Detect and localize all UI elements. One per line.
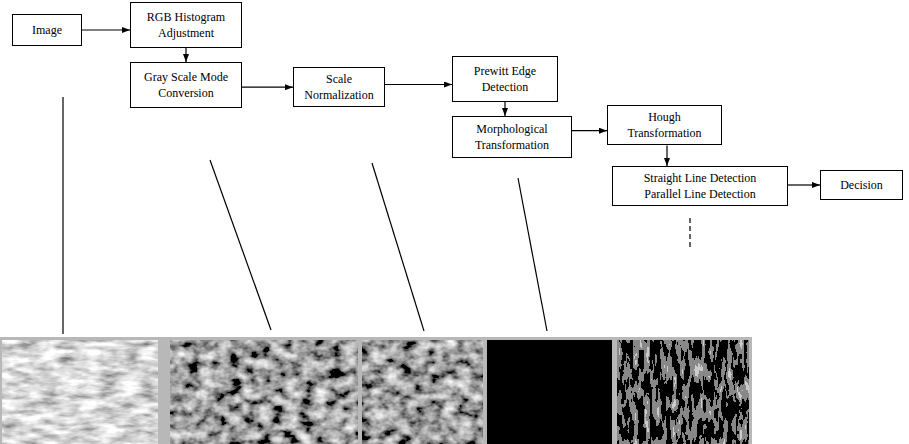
box-label: Straight Line Detection — [644, 170, 757, 186]
flow-arrow — [385, 84, 452, 85]
box-label: Image — [32, 22, 62, 38]
box-label: Scale Normalization — [300, 71, 378, 103]
process-box: Morphological Transformation — [452, 116, 572, 158]
flow-arrow — [666, 145, 667, 166]
box-label: Hough Transformation — [614, 109, 715, 141]
box-label: Prewitt Edge Detection — [459, 63, 551, 95]
flow-arrow — [242, 87, 293, 88]
process-box: Straight Line DetectionParallel Line Det… — [612, 166, 788, 206]
flow-arrow — [788, 184, 820, 185]
leader-line — [689, 218, 690, 247]
leader-line — [62, 97, 63, 334]
process-box: Gray Scale Mode Conversion — [130, 62, 242, 108]
box-label: Morphological Transformation — [459, 121, 565, 153]
process-box: Decision — [820, 170, 903, 200]
image-strip — [0, 337, 752, 444]
leader-line — [372, 163, 424, 331]
box-label: Parallel Line Detection — [644, 186, 755, 202]
flow-arrow — [185, 48, 186, 62]
image-panel — [170, 340, 358, 444]
image-panel — [2, 340, 158, 444]
leader-line — [210, 160, 271, 330]
image-panel — [617, 340, 749, 444]
process-box: Hough Transformation — [607, 105, 722, 145]
flow-arrow — [504, 102, 505, 116]
image-panel — [362, 340, 483, 444]
flow-arrow — [82, 29, 130, 30]
box-label: RGB Histogram Adjustment — [137, 9, 235, 41]
box-label: Decision — [840, 177, 883, 193]
flow-arrow — [572, 130, 607, 131]
leader-line — [518, 178, 547, 331]
process-box: RGB Histogram Adjustment — [130, 2, 242, 48]
process-box: Prewitt Edge Detection — [452, 56, 558, 102]
box-label: Gray Scale Mode Conversion — [137, 69, 235, 101]
process-box: Scale Normalization — [293, 67, 385, 107]
process-box: Image — [12, 14, 82, 46]
image-panel — [487, 340, 612, 444]
